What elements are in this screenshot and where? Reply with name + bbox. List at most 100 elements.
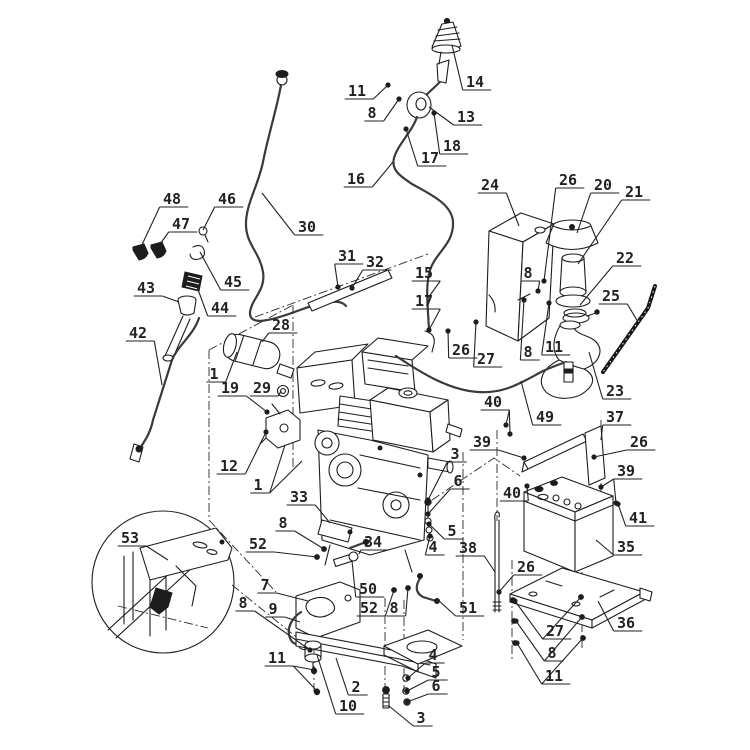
callout-25-24: 25 bbox=[598, 287, 639, 323]
part-number: 18 bbox=[443, 137, 461, 155]
callout-11-28: 11 bbox=[541, 300, 571, 356]
mount-bracket bbox=[287, 581, 361, 651]
callout-8-59: 8 bbox=[275, 514, 327, 552]
part-number: 23 bbox=[606, 382, 624, 400]
callout-8-23: 8 bbox=[520, 264, 541, 294]
callout-15-21: 15 bbox=[411, 264, 441, 299]
callout-40-38: 40 bbox=[499, 483, 530, 502]
part-number: 25 bbox=[602, 287, 620, 305]
callout-26-26: 26 bbox=[445, 328, 478, 359]
part-number: 15 bbox=[415, 264, 433, 282]
callout-27-44: 27 bbox=[512, 594, 584, 640]
callout-48-7: 48 bbox=[139, 190, 189, 250]
callout-10-69: 10 bbox=[316, 654, 365, 715]
part-number: 11 bbox=[348, 82, 366, 100]
part-number: 4 bbox=[428, 538, 437, 556]
callout-44-15: 44 bbox=[195, 283, 237, 317]
engine-assembly bbox=[296, 337, 463, 573]
callout-50-61: 50 bbox=[351, 560, 385, 598]
callout-1-48: 1 bbox=[206, 351, 238, 383]
callout-45-13: 45 bbox=[199, 251, 250, 291]
part-number: 11 bbox=[545, 338, 563, 356]
part-number: 8 bbox=[523, 343, 532, 361]
part-number: 11 bbox=[268, 649, 286, 667]
part-number: 8 bbox=[278, 514, 287, 532]
part-number: 13 bbox=[457, 108, 475, 126]
part-number: 1 bbox=[209, 365, 218, 383]
part-number: 8 bbox=[389, 599, 398, 617]
breather-plug-small-parts bbox=[132, 226, 209, 362]
callout-8-2: 8 bbox=[364, 96, 402, 122]
part-number: 52 bbox=[360, 599, 378, 617]
callout-6-55: 6 bbox=[425, 472, 470, 517]
callout-27-27: 27 bbox=[473, 319, 503, 368]
callout-8-45: 8 bbox=[513, 614, 585, 662]
fuel-pump bbox=[259, 403, 301, 449]
callout-41-37: 41 bbox=[615, 501, 655, 527]
part-number: 40 bbox=[503, 484, 521, 502]
part-number: 39 bbox=[617, 462, 635, 480]
callout-5-71: 5 bbox=[404, 663, 448, 694]
callout-2-68: 2 bbox=[335, 657, 368, 696]
part-number: 44 bbox=[211, 299, 229, 317]
part-number: 39 bbox=[473, 433, 491, 451]
part-number: 24 bbox=[481, 176, 499, 194]
part-number: 27 bbox=[546, 622, 564, 640]
part-number: 51 bbox=[459, 599, 477, 617]
part-number: 52 bbox=[249, 535, 267, 553]
part-number: 17 bbox=[421, 149, 439, 167]
part-number: 22 bbox=[616, 249, 634, 267]
callout-42-16: 42 bbox=[125, 324, 163, 386]
part-number: 26 bbox=[452, 341, 470, 359]
part-number: 12 bbox=[220, 457, 238, 475]
callout-52-62: 52 bbox=[356, 587, 397, 617]
part-number: 42 bbox=[129, 324, 147, 342]
callout-24-17: 24 bbox=[477, 176, 520, 227]
callout-33-53: 33 bbox=[286, 488, 331, 524]
part-number: 20 bbox=[594, 176, 612, 194]
callout-19-49: 19 bbox=[217, 379, 270, 415]
callout-12-51: 12 bbox=[216, 429, 269, 475]
part-number: 30 bbox=[298, 218, 316, 236]
part-number: 6 bbox=[431, 677, 440, 695]
callout-4-70: 4 bbox=[405, 646, 445, 681]
fuel-tank bbox=[485, 212, 555, 342]
callout-21-20: 21 bbox=[577, 183, 651, 265]
part-number: 16 bbox=[347, 170, 365, 188]
callout-37-32: 37 bbox=[600, 408, 632, 441]
callout-13-3: 13 bbox=[428, 106, 483, 126]
part-number: 47 bbox=[172, 215, 190, 233]
callout-38-40: 38 bbox=[455, 539, 496, 573]
part-number: 38 bbox=[459, 539, 477, 557]
part-number: 1 bbox=[253, 476, 262, 494]
part-number: 37 bbox=[606, 408, 624, 426]
callout-26-18: 26 bbox=[541, 171, 585, 284]
part-number: 11 bbox=[545, 667, 563, 685]
callout-53-74: 53 bbox=[117, 529, 169, 561]
part-number: 14 bbox=[466, 73, 484, 91]
lower-support bbox=[295, 629, 463, 696]
part-number: 9 bbox=[268, 600, 277, 618]
part-number: 53 bbox=[121, 529, 139, 547]
callout-11-1: 11 bbox=[344, 82, 391, 100]
callout-16-6: 16 bbox=[343, 161, 394, 188]
callout-26-35: 26 bbox=[591, 433, 656, 460]
part-number: 19 bbox=[221, 379, 239, 397]
callout-26-41: 26 bbox=[496, 558, 543, 595]
part-number: 8 bbox=[238, 594, 247, 612]
part-number: 8 bbox=[367, 104, 376, 122]
part-number: 8 bbox=[523, 264, 532, 282]
support-rod bbox=[601, 284, 657, 374]
callout-32-12: 32 bbox=[349, 253, 392, 291]
part-number: 36 bbox=[617, 614, 635, 632]
part-number: 28 bbox=[272, 316, 290, 334]
part-number: 7 bbox=[260, 576, 269, 594]
clip-rod bbox=[332, 538, 440, 604]
callout-39-36: 39 bbox=[598, 462, 643, 506]
callout-3-54: 3 bbox=[425, 445, 467, 503]
callout-11-46: 11 bbox=[514, 635, 586, 685]
callout-34-58: 34 bbox=[358, 533, 390, 555]
callout-20-19: 20 bbox=[576, 176, 620, 234]
part-number: 17 bbox=[415, 292, 433, 310]
